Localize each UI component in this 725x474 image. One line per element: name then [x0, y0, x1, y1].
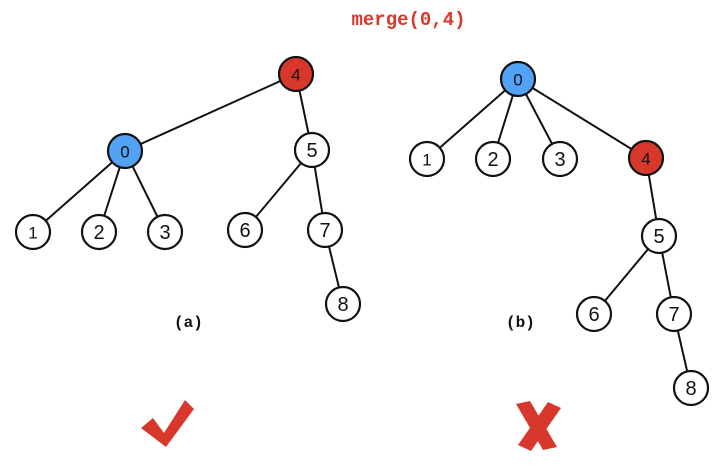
node-circle	[499, 60, 537, 98]
node-circle	[324, 285, 362, 323]
node-label: 2	[93, 222, 104, 244]
edge-a-0-1	[32, 150, 126, 233]
cross-icon	[516, 401, 561, 451]
node-label: 5	[653, 226, 664, 248]
node-label: 2	[487, 149, 498, 171]
node-circle	[306, 211, 344, 249]
node-circle	[672, 369, 710, 407]
node-circle	[474, 140, 512, 178]
node-label: 4	[641, 150, 650, 169]
tree-b: 0 1 2 3 4 5 6 7 8	[408, 60, 710, 407]
node-circle	[575, 295, 613, 333]
node-circle	[277, 55, 315, 93]
node-label: 3	[554, 149, 565, 171]
node-label: 7	[319, 220, 330, 242]
node-circle	[408, 140, 446, 178]
node-label: 0	[513, 71, 522, 90]
node-circle	[106, 132, 144, 170]
node-b-2: 2	[474, 140, 512, 178]
node-circle	[541, 140, 579, 178]
node-b-7: 7	[655, 295, 693, 333]
node-b-3: 3	[541, 140, 579, 178]
node-a-2: 2	[80, 213, 118, 251]
node-circle	[80, 213, 118, 251]
node-a-6: 6	[226, 211, 264, 249]
check-icon	[141, 400, 194, 447]
node-a-8: 8	[324, 285, 362, 323]
node-a-7: 7	[306, 211, 344, 249]
node-circle	[226, 211, 264, 249]
node-b-6: 6	[575, 295, 613, 333]
node-a-0: 0	[106, 132, 144, 170]
node-label: 0	[120, 143, 129, 162]
node-a-4: 4	[277, 55, 315, 93]
node-b-5: 5	[640, 217, 678, 255]
node-circle	[14, 213, 52, 251]
node-label: 8	[685, 378, 696, 400]
node-circle	[627, 139, 665, 177]
node-label: 8	[337, 294, 348, 316]
node-b-1: 1	[408, 140, 446, 178]
edge-b-0-1	[426, 78, 519, 160]
node-circle	[293, 131, 331, 169]
node-a-1: 1	[14, 213, 52, 251]
node-a-3: 3	[146, 213, 184, 251]
caption-b: (b)	[506, 314, 535, 332]
node-label: 7	[668, 304, 679, 326]
page-title: merge(0,4)	[351, 9, 466, 31]
node-label: 5	[306, 140, 317, 162]
tree-a: 4 0 5 1 2 3 6 7 8	[14, 55, 362, 323]
edge-a-4-0	[124, 73, 297, 152]
node-label: 6	[588, 304, 599, 326]
node-label: 3	[159, 222, 170, 244]
node-circle	[146, 213, 184, 251]
node-b-0: 0	[499, 60, 537, 98]
node-label: 6	[239, 220, 250, 242]
node-label: 1	[28, 224, 37, 243]
node-b-8: 8	[672, 369, 710, 407]
node-label: 1	[422, 151, 431, 170]
node-circle	[640, 217, 678, 255]
edge-b-0-4	[517, 78, 647, 159]
node-circle	[655, 295, 693, 333]
node-a-5: 5	[293, 131, 331, 169]
node-b-4: 4	[627, 139, 665, 177]
node-label: 4	[291, 66, 300, 85]
caption-a: (a)	[174, 314, 203, 332]
